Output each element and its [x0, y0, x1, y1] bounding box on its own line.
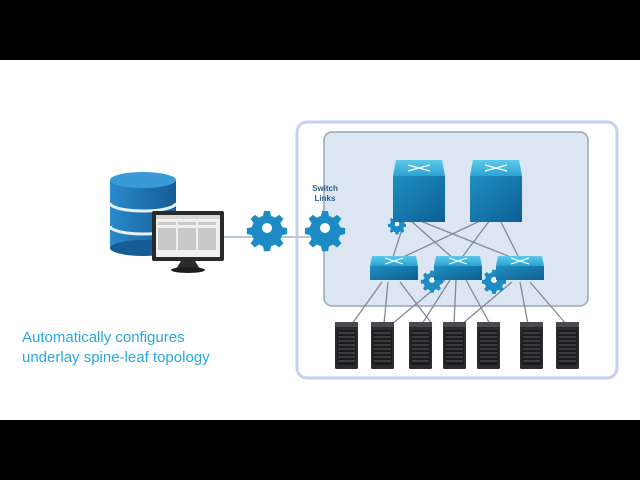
- leaf-switch-icon: [370, 256, 418, 280]
- server-icon: [370, 321, 395, 370]
- server-icon: [408, 321, 433, 370]
- diagram-stage: Switch Links Automatically configures un…: [0, 60, 640, 420]
- spine-switch-icon: [393, 160, 445, 222]
- topology-caption: Automatically configures underlay spine-…: [22, 328, 210, 368]
- switch-links-label-line1: Switch: [312, 184, 338, 193]
- letterbox-top: [0, 0, 640, 60]
- server-icon: [519, 321, 544, 370]
- gear-icon: [304, 211, 346, 252]
- leaf-switch-icon: [434, 256, 482, 280]
- spine-switch-icon: [470, 160, 522, 222]
- caption-line1: Automatically configures: [22, 329, 185, 346]
- caption-line2: underlay spine-leaf topology: [22, 349, 210, 366]
- letterbox-bottom: [0, 420, 640, 480]
- switch-links-label: Switch Links: [303, 184, 347, 204]
- spine-leaf-links: [391, 219, 521, 261]
- leaf-switch-icon: [496, 256, 544, 280]
- monitor-icon: [152, 211, 224, 273]
- server-icon: [555, 321, 580, 370]
- topology-diagram: [108, 120, 619, 380]
- server-icon: [334, 321, 359, 370]
- gear-icon: [246, 211, 288, 252]
- server-icon: [476, 321, 501, 370]
- switch-links-label-line2: Links: [314, 194, 336, 203]
- server-icon: [442, 321, 467, 370]
- database-icon: [108, 172, 178, 256]
